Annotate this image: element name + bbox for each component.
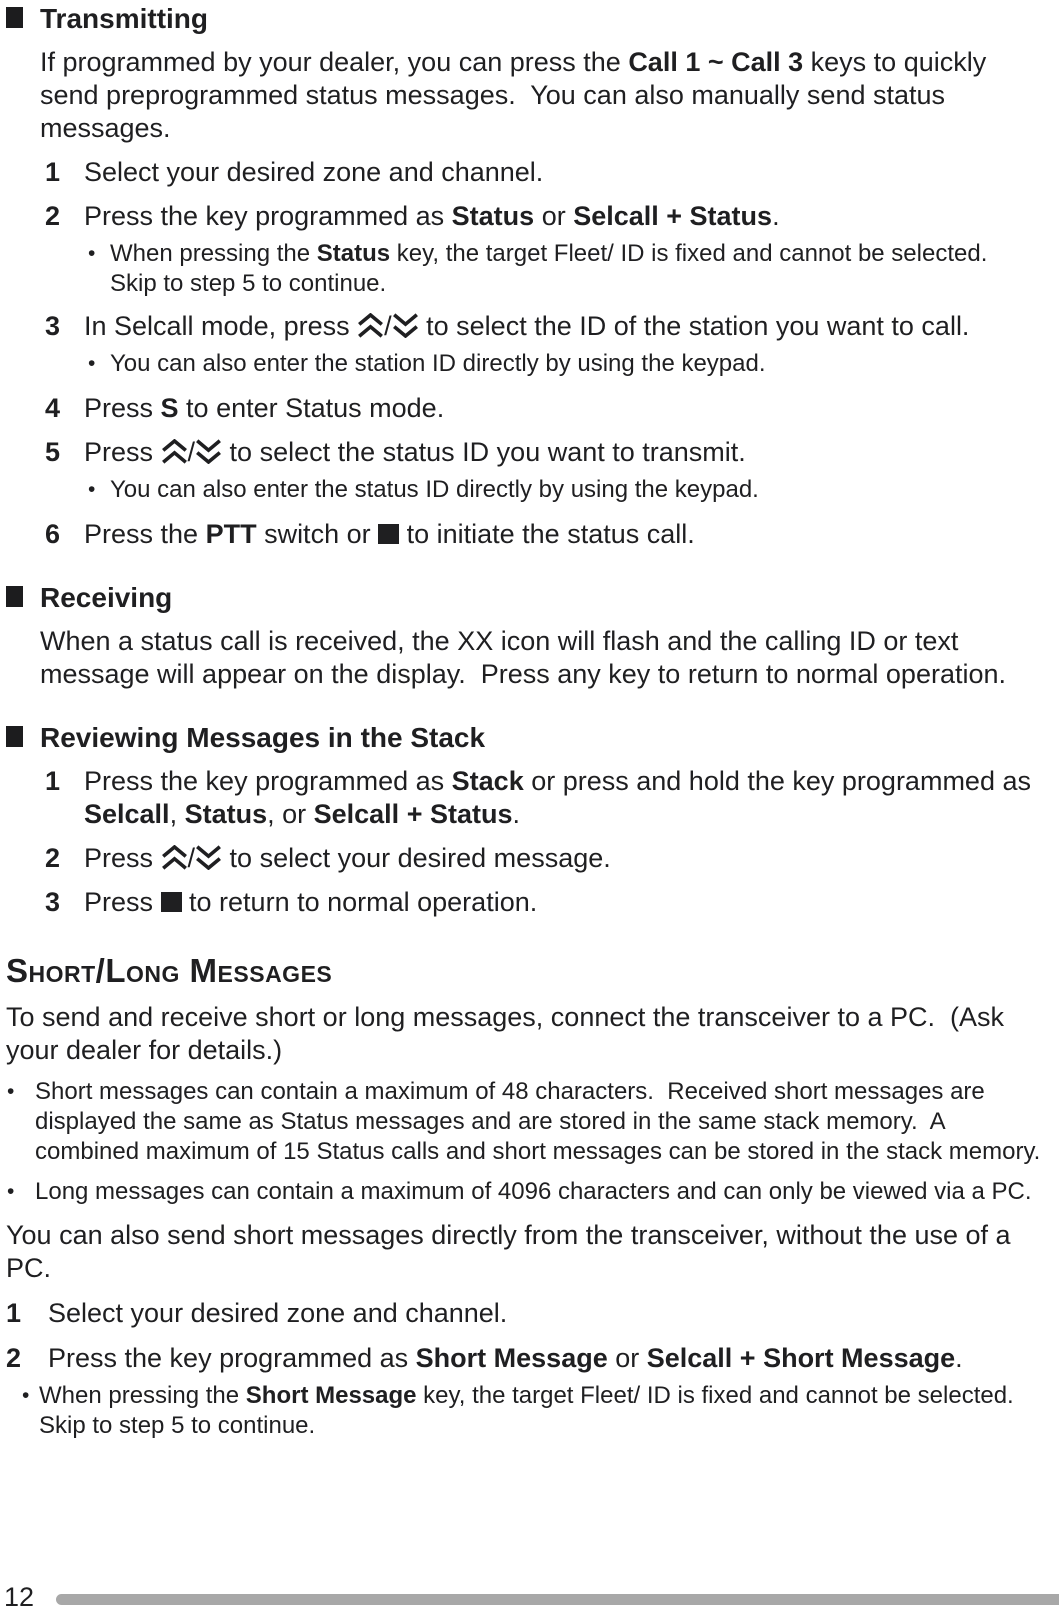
chevrons-up-icon xyxy=(357,313,384,338)
bullet-text: Long messages can contain a maximum of 4… xyxy=(35,1178,1032,1205)
chevrons-up-icon xyxy=(161,439,188,464)
step-text: Select your desired zone and channel. xyxy=(48,1298,508,1328)
square-key-icon xyxy=(378,524,400,544)
section-heading: Transmitting xyxy=(6,2,1047,36)
chevrons-up-icon xyxy=(161,845,188,870)
step-number: 3 xyxy=(45,311,61,341)
bullet-item: • Short messages can contain a maximum o… xyxy=(6,1077,1047,1167)
step: 1 Press the key programmed as Stack or p… xyxy=(40,765,1047,831)
step-number: 1 xyxy=(6,1298,22,1328)
step: 1 Select your desired zone and channel. xyxy=(6,1297,1047,1330)
section-receiving: Receiving When a status call is received… xyxy=(6,581,1047,691)
note-text: When pressing the Short Message key, the… xyxy=(39,1382,1028,1439)
section-title: Transmitting xyxy=(40,3,209,34)
step: 4 Press S to enter Status mode. xyxy=(40,392,1047,425)
bullet-item: • Long messages can contain a maximum of… xyxy=(6,1177,1047,1207)
main-section-title: Short/Long Messages xyxy=(6,952,333,989)
step: 6 Press the PTT switch or to initiate th… xyxy=(40,518,1047,551)
page-number: 12 xyxy=(4,1582,35,1612)
paragraph: You can also send short messages directl… xyxy=(6,1220,1019,1283)
section-heading: Reviewing Messages in the Stack xyxy=(6,721,1047,755)
step-text: Press / to select the status ID you want… xyxy=(84,437,746,467)
note-text: You can also enter the status ID directl… xyxy=(110,476,759,503)
step: 3 Press to return to normal operation. xyxy=(40,886,1047,919)
paragraph: When a status call is received, the XX i… xyxy=(40,626,1007,689)
step-number: 6 xyxy=(45,519,61,549)
step: 2 Press the key programmed as Status or … xyxy=(40,200,1047,233)
section-transmitting: Transmitting If programmed by your deale… xyxy=(6,2,1047,551)
step-note: • When pressing the Status key, the targ… xyxy=(40,239,1047,299)
step: 3 In Selcall mode, press / to select the… xyxy=(40,310,1047,343)
step-number: 1 xyxy=(45,766,61,796)
step-number: 3 xyxy=(45,887,61,917)
note-text: When pressing the Status key, the target… xyxy=(110,240,1001,297)
step-text: Press the key programmed as Short Messag… xyxy=(48,1343,963,1373)
chevrons-down-icon xyxy=(195,439,222,464)
step-number: 1 xyxy=(45,157,61,187)
step-text: Press / to select your desired message. xyxy=(84,843,611,873)
note-text: You can also enter the station ID direct… xyxy=(110,350,766,377)
section-marker-icon xyxy=(6,726,23,747)
paragraph: If programmed by your dealer, you can pr… xyxy=(40,47,994,143)
bullet-icon: • xyxy=(7,1080,15,1103)
step-number: 2 xyxy=(45,201,61,231)
section-marker-icon xyxy=(6,7,23,28)
section-reviewing: Reviewing Messages in the Stack 1 Press … xyxy=(6,721,1047,919)
step-number: 5 xyxy=(45,437,61,467)
step-note: • You can also enter the status ID direc… xyxy=(40,475,1047,505)
step: 5 Press / to select the status ID you wa… xyxy=(40,436,1047,469)
chevrons-down-icon xyxy=(195,845,222,870)
paragraph: To send and receive short or long messag… xyxy=(6,1002,1012,1065)
step-note: • When pressing the Short Message key, t… xyxy=(6,1381,1047,1441)
step-note: • You can also enter the station ID dire… xyxy=(40,349,1047,379)
section-heading: Receiving xyxy=(6,581,1047,615)
bullet-icon: • xyxy=(88,242,96,265)
step-number: 4 xyxy=(45,393,61,423)
step-text: Press S to enter Status mode. xyxy=(84,393,445,423)
footer-rule xyxy=(56,1594,1059,1605)
step: 1 Select your desired zone and channel. xyxy=(40,156,1047,189)
step-number: 2 xyxy=(6,1343,22,1373)
step-text: Select your desired zone and channel. xyxy=(84,157,544,187)
step-text: Press the key programmed as Status or Se… xyxy=(84,201,780,231)
section-title: Receiving xyxy=(40,582,173,613)
bullet-icon: • xyxy=(7,1180,15,1203)
step-number: 2 xyxy=(45,843,61,873)
section-marker-icon xyxy=(6,586,23,607)
step: 2 Press the key programmed as Short Mess… xyxy=(6,1342,1047,1375)
section-title: Reviewing Messages in the Stack xyxy=(40,722,486,753)
bullet-icon: • xyxy=(88,478,96,501)
bullet-icon: • xyxy=(88,352,96,375)
section-short-long-messages: Short/Long Messages To send and receive … xyxy=(6,951,1047,1441)
step-text: Press the key programmed as Stack or pre… xyxy=(84,766,1039,829)
step-text: Press the PTT switch or to initiate the … xyxy=(84,519,695,549)
step-text: In Selcall mode, press / to select the I… xyxy=(84,311,970,341)
step-text: Press to return to normal operation. xyxy=(84,887,538,917)
bullet-icon: • xyxy=(22,1384,30,1407)
chevrons-down-icon xyxy=(392,313,419,338)
step: 2 Press / to select your desired message… xyxy=(40,842,1047,875)
bullet-text: Short messages can contain a maximum of … xyxy=(35,1078,1041,1165)
square-key-icon xyxy=(160,892,182,912)
